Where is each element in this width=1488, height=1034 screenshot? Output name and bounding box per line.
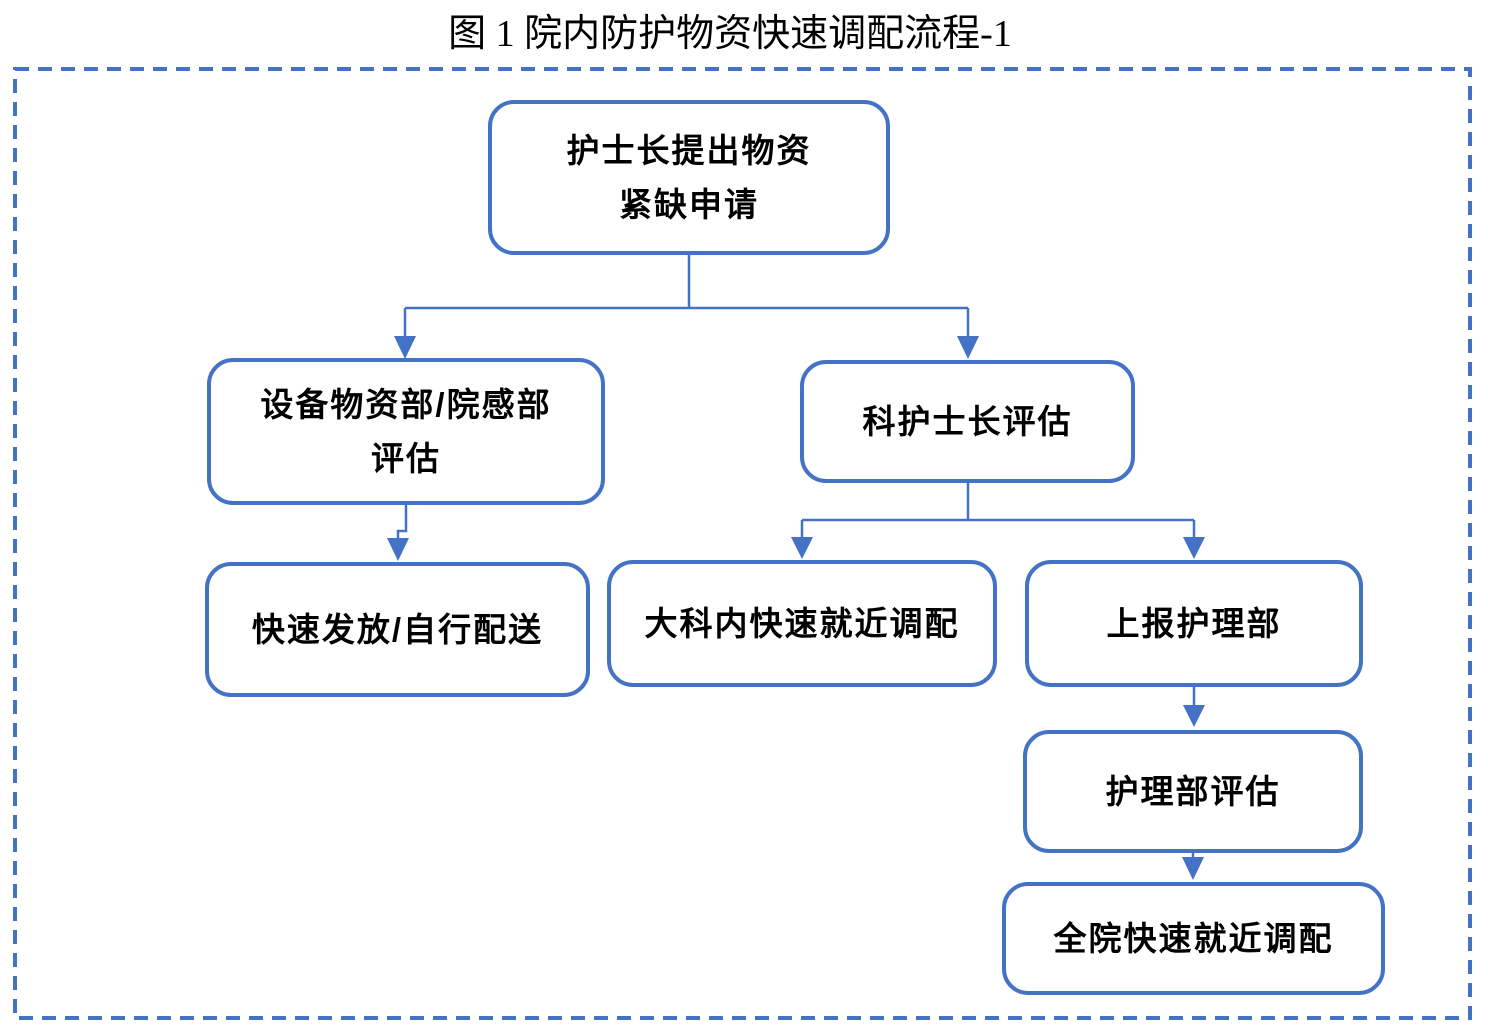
connector-request-branch: [403, 255, 970, 338]
node-hospital-allocate-label: 全院快速就近调配: [1053, 919, 1334, 957]
node-report-nursing: 上报护理部: [1025, 560, 1363, 687]
arrowhead-to-head-nurse: [957, 336, 979, 359]
node-request-label: 护士长提出物资 紧缺申请: [566, 132, 812, 223]
arrowhead-to-nursing-eval: [1183, 705, 1205, 727]
node-equipment-dept: 设备物资部/院感部 评估: [207, 358, 605, 505]
node-head-nurse-eval: 科护士长评估: [800, 360, 1135, 483]
connector-head-nurse-branch: [800, 483, 1196, 538]
node-head-nurse-eval-label: 科护士长评估: [862, 402, 1073, 440]
node-report-nursing-label: 上报护理部: [1106, 604, 1282, 642]
node-rapid-dispatch: 快速发放/自行配送: [205, 562, 590, 697]
node-rapid-dispatch-label: 快速发放/自行配送: [251, 610, 544, 648]
connector-equipment-dispatch: [396, 505, 408, 539]
arrowhead-to-report: [1183, 537, 1205, 559]
figure-title: 图 1 院内防护物资快速调配流程-1: [448, 13, 1012, 55]
arrowhead-to-hospital-allocate: [1182, 857, 1204, 880]
node-nursing-eval: 护理部评估: [1023, 730, 1363, 853]
node-hospital-allocate: 全院快速就近调配: [1002, 882, 1385, 995]
diagram-dashed-border: [13, 67, 1472, 1020]
node-dept-allocate: 大科内快速就近调配: [607, 560, 997, 687]
node-request: 护士长提出物资 紧缺申请: [488, 100, 890, 255]
node-dept-allocate-label: 大科内快速就近调配: [644, 604, 960, 642]
arrowhead-to-dispatch: [387, 538, 409, 561]
arrowhead-to-dept-allocate: [791, 537, 813, 559]
arrowhead-to-equipment: [394, 336, 416, 359]
node-equipment-dept-label: 设备物资部/院感部 评估: [260, 386, 552, 477]
node-nursing-eval-label: 护理部评估: [1105, 772, 1281, 810]
